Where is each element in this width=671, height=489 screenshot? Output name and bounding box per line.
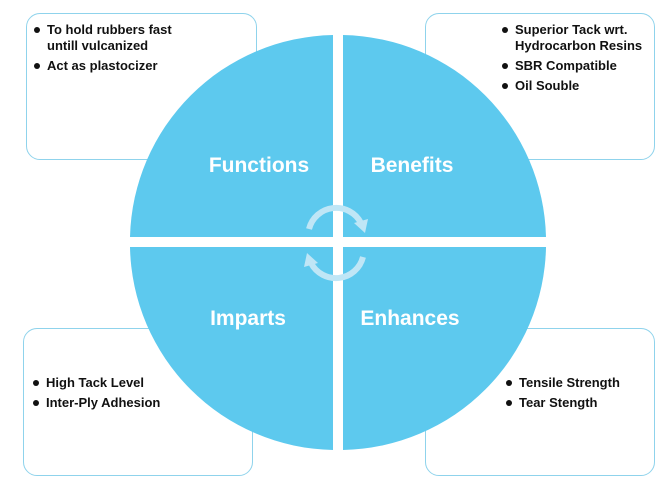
circle-quadrants bbox=[130, 35, 546, 450]
benefits-label: Benefits bbox=[370, 154, 454, 177]
quadrant-top-left bbox=[130, 35, 333, 237]
list-item: Inter-Ply Adhesion bbox=[32, 395, 212, 411]
imparts-label: Imparts bbox=[210, 307, 286, 330]
benefits-box: Superior Tack wrt. Hydrocarbon Resins SB… bbox=[425, 13, 655, 160]
list-item: Tear Stength bbox=[505, 395, 650, 411]
list-item: Tensile Strength bbox=[505, 375, 650, 391]
list-item: Superior Tack wrt. Hydrocarbon Resins bbox=[501, 22, 651, 54]
functions-list: To hold rubbers fast untill vulcanized A… bbox=[33, 22, 173, 78]
enhances-label: Enhances bbox=[360, 307, 460, 330]
quadrant-bottom-left bbox=[130, 247, 333, 450]
quadrant-top-right bbox=[343, 35, 546, 237]
list-item: To hold rubbers fast untill vulcanized bbox=[33, 22, 173, 54]
functions-label: Functions bbox=[208, 154, 310, 177]
quadrant-bottom-right bbox=[343, 247, 546, 450]
benefits-list: Superior Tack wrt. Hydrocarbon Resins SB… bbox=[501, 22, 651, 98]
cycle-arrows-icon bbox=[304, 204, 368, 282]
list-item: Act as plastocizer bbox=[33, 58, 173, 74]
list-item: Oil Souble bbox=[501, 78, 651, 94]
imparts-list: High Tack Level Inter-Ply Adhesion bbox=[32, 375, 212, 415]
list-item: High Tack Level bbox=[32, 375, 212, 391]
enhances-list: Tensile Strength Tear Stength bbox=[505, 375, 650, 415]
list-item: SBR Compatible bbox=[501, 58, 651, 74]
